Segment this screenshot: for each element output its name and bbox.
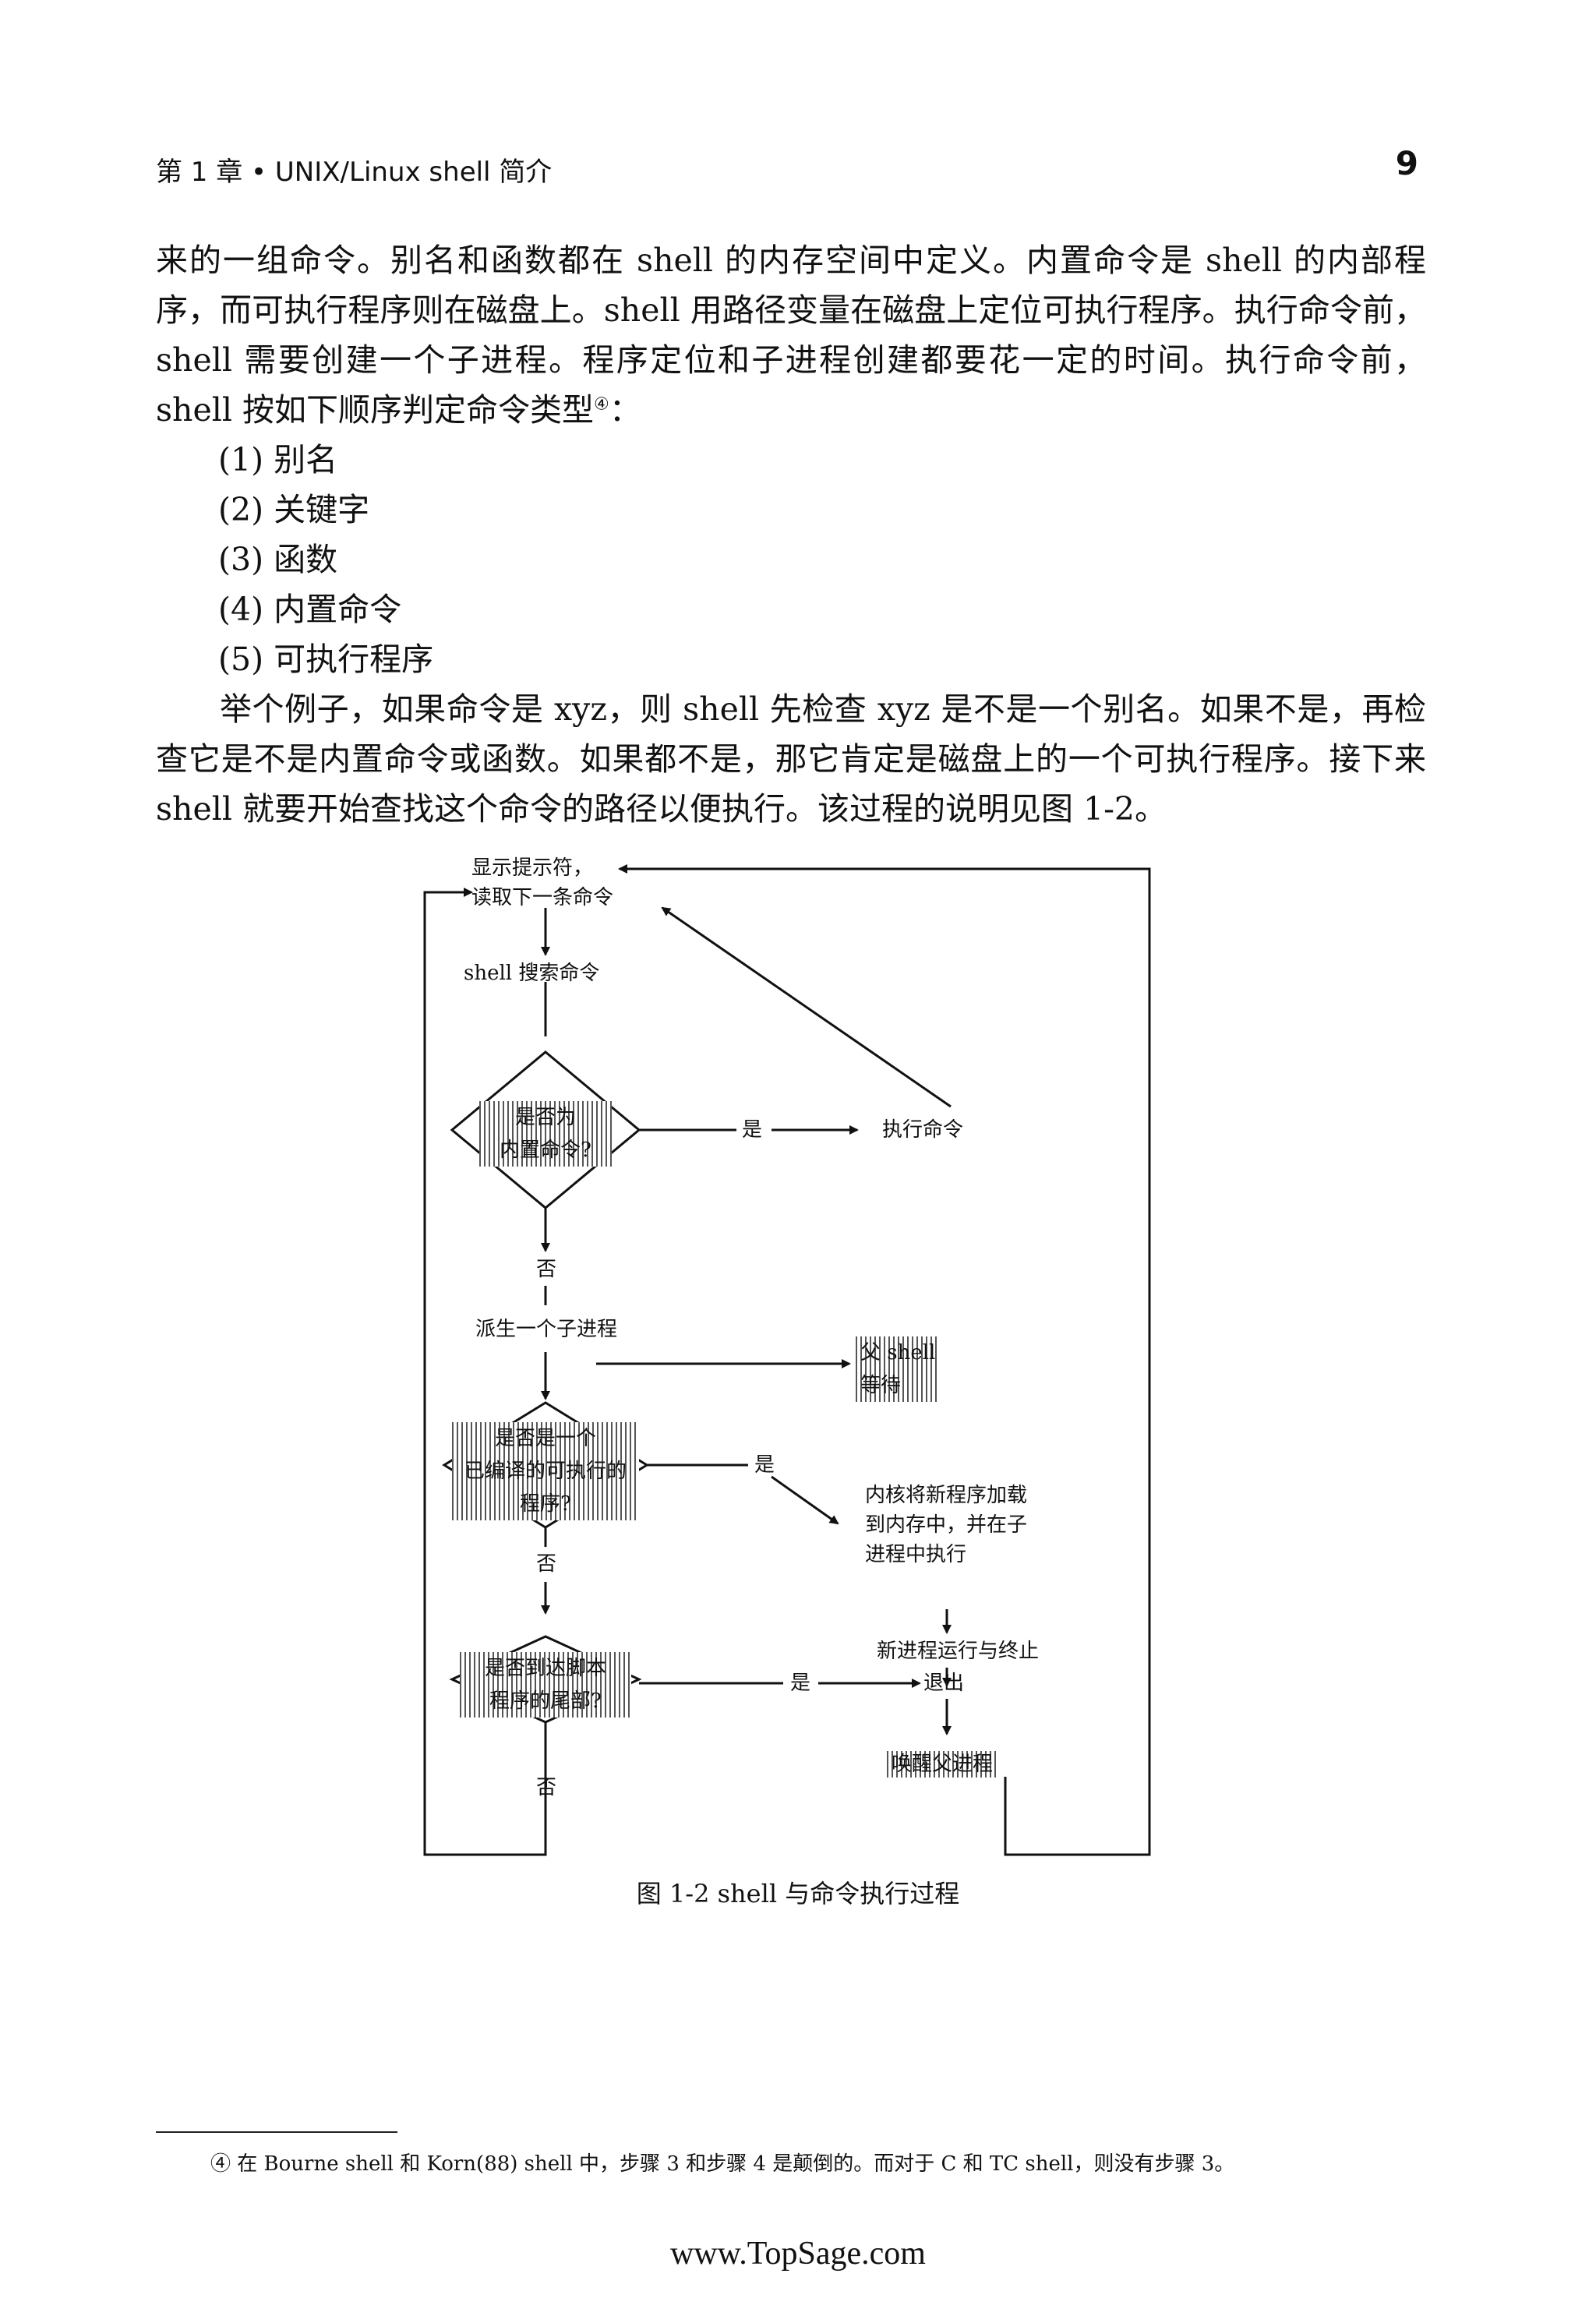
load-line-1: 内核将新程序加载 — [865, 1484, 1028, 1507]
prompt-line-1: 显示提示符， — [471, 856, 594, 880]
watermark-url: www.TopSage.com — [670, 2236, 926, 2272]
page-header: 第 1 章 • UNIX/Linux shell 简介 9 — [156, 144, 1434, 191]
flowchart-figure: 显示提示符， 读取下一条命令 shell 搜索命令 是否为 内置命令? 是 执行… — [405, 853, 1161, 1890]
no-label: 否 — [536, 1258, 557, 1281]
list-item: (5) 可执行程序 — [218, 641, 434, 678]
footnote-divider — [156, 2131, 397, 2133]
load-line-3: 进程中执行 — [865, 1543, 967, 1566]
decision-script-end-line-2: 程序的尾部? — [460, 1685, 631, 1718]
prompt-line-2: 读取下一条命令 — [471, 886, 614, 909]
parent-wait-line-2: 等待 — [856, 1369, 941, 1402]
no-label: 否 — [536, 1552, 557, 1576]
paragraph-1-end: ： — [609, 391, 641, 429]
decision-builtin-line-1: 是否为 — [479, 1101, 612, 1134]
loop-left-line — [423, 888, 547, 1856]
wake-parent-text: 唤醒父进程 — [887, 1751, 998, 1778]
decision-builtin-label: 是否为 内置命令? — [479, 1101, 612, 1167]
parent-wait-line-1: 父 shell — [856, 1336, 941, 1369]
run-terminate-step: 新进程运行与终止 — [877, 1640, 1040, 1663]
yes-label: 是 — [742, 1118, 763, 1142]
list-item: (4) 内置命令 — [218, 591, 402, 628]
yes-label: 是 — [790, 1672, 811, 1695]
list-item: (1) 别名 — [218, 441, 338, 478]
list-item: (2) 关键字 — [218, 491, 370, 528]
flowchart-lines — [423, 864, 1151, 1856]
page-number: 9 — [1395, 144, 1418, 182]
execute-command-step: 执行命令 — [882, 1118, 964, 1142]
decision-executable-label: 是否是一个 已编译的可执行的 程序? — [452, 1422, 639, 1520]
loop-right-line — [618, 864, 1151, 1856]
paragraph-1-text: 来的一组命令。别名和函数都在 shell 的内存空间中定义。内置命令是 shel… — [156, 242, 1426, 429]
fork-step: 派生一个子进程 — [475, 1318, 618, 1341]
search-step: shell 搜索命令 — [464, 962, 600, 985]
body-text: 来的一组命令。别名和函数都在 shell 的内存空间中定义。内置命令是 shel… — [156, 235, 1426, 834]
exit-step: 退出 — [923, 1672, 965, 1695]
yes-label: 是 — [754, 1453, 775, 1477]
footnote: ④ 在 Bourne shell 和 Korn(88) shell 中，步骤 3… — [210, 2152, 1235, 2176]
chapter-title: 第 1 章 • UNIX/Linux shell 简介 — [156, 157, 553, 188]
decision-builtin-line-2: 内置命令? — [479, 1134, 612, 1167]
decision-executable-line-1: 是否是一个 — [452, 1422, 639, 1455]
footnote-ref[interactable]: ④ — [593, 394, 609, 415]
prompt-step: 显示提示符， 读取下一条命令 — [471, 853, 613, 913]
no-label: 否 — [536, 1776, 557, 1799]
paragraph-1: 来的一组命令。别名和函数都在 shell 的内存空间中定义。内置命令是 shel… — [156, 235, 1426, 435]
load-line-2: 到内存中，并在子 — [865, 1513, 1028, 1537]
list-item: (3) 函数 — [218, 541, 338, 578]
figure-caption: 图 1-2 shell 与命令执行过程 — [636, 1879, 960, 1908]
command-type-list: (1) 别名 (2) 关键字 (3) 函数 (4) 内置命令 (5) 可执行程序 — [156, 435, 1426, 684]
decision-executable-line-3: 程序? — [452, 1488, 639, 1520]
paragraph-2: 举个例子，如果命令是 xyz，则 shell 先检查 xyz 是不是一个别名。如… — [156, 690, 1426, 828]
wake-parent-step: 唤醒父进程 — [887, 1749, 998, 1779]
parent-wait-step: 父 shell 等待 — [856, 1336, 941, 1402]
decision-script-end-line-1: 是否到达脚本 — [460, 1652, 631, 1685]
decision-script-end-label: 是否到达脚本 程序的尾部? — [460, 1652, 631, 1718]
decision-executable-line-2: 已编译的可执行的 — [452, 1455, 639, 1488]
load-program-step: 内核将新程序加载 到内存中，并在子 进程中执行 — [865, 1481, 1027, 1569]
